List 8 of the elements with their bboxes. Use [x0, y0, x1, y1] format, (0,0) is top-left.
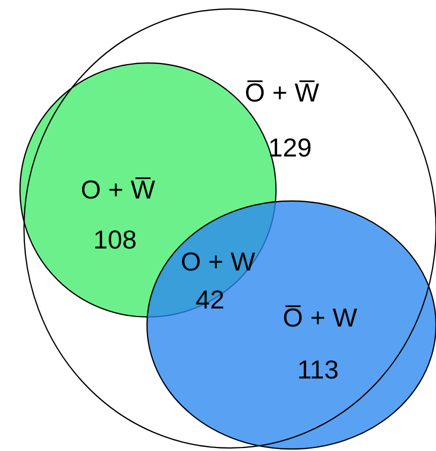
count-label: 129 — [268, 134, 312, 162]
count-label: 108 — [93, 226, 137, 254]
count-label: 42 — [196, 286, 224, 314]
count-label: 113 — [297, 356, 339, 384]
region-label: O̅ + W̅ — [244, 78, 320, 108]
region-label: O̅ + W — [282, 304, 358, 332]
region-label: O + W̅ — [80, 176, 156, 204]
region-label: O + W — [180, 248, 256, 276]
